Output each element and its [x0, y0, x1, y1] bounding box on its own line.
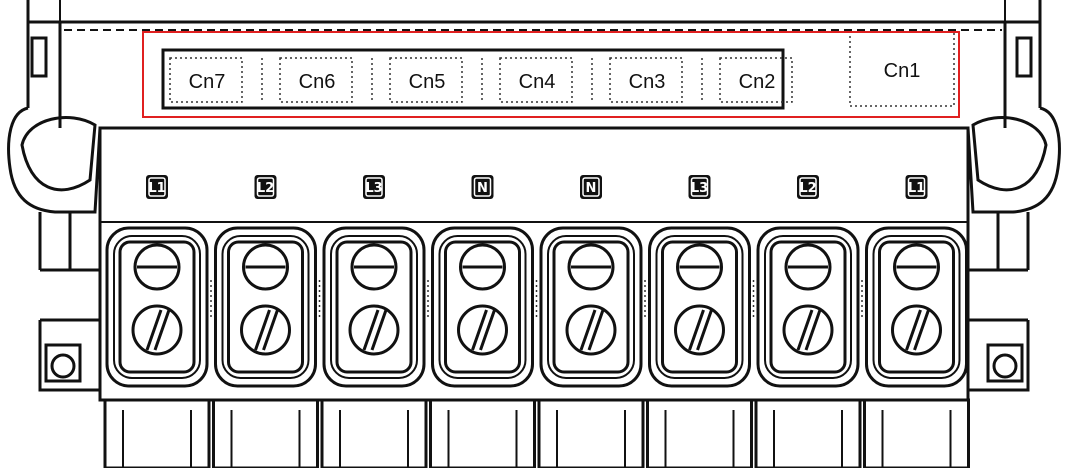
terminal-label-badge: L1 — [146, 175, 168, 199]
terminal-pin — [863, 398, 970, 468]
channel-label: Cn3 — [629, 71, 666, 93]
terminal-4: N — [431, 175, 534, 388]
channel-label: Cn6 — [299, 71, 336, 93]
top-housing — [26, 0, 1042, 128]
terminal-label: L3 — [365, 181, 382, 196]
terminal-pin — [320, 398, 428, 468]
terminal-label: L1 — [908, 181, 925, 196]
screw-head — [348, 304, 400, 356]
highlight-outline — [142, 31, 960, 118]
terminal-label-badge: L2 — [254, 175, 277, 199]
terminal-2: L2 — [214, 175, 317, 388]
terminal-label-badge: L3 — [363, 175, 385, 199]
terminal-label: L2 — [799, 181, 816, 196]
terminal-6: L3 — [648, 175, 751, 388]
terminal-3: L3 — [322, 175, 426, 388]
terminal-pin — [537, 398, 645, 468]
right-clip — [966, 106, 1061, 392]
screw-head — [674, 304, 725, 356]
channel-strip: Cn7 Cn6 Cn5 Cn4 Cn3 Cn2 Cn1 — [161, 31, 955, 110]
wire-clamp — [133, 243, 181, 291]
terminal-pin — [103, 398, 211, 468]
terminal-label: N — [477, 181, 488, 196]
wire-clamp — [242, 243, 289, 291]
channel-label: Cn5 — [409, 71, 446, 93]
terminal-pin — [754, 398, 862, 468]
terminal-8: L1 — [865, 175, 968, 388]
wire-clamp — [567, 243, 615, 291]
terminal-5: N — [539, 175, 643, 388]
terminal-label: L2 — [257, 181, 274, 196]
wire-clamp — [676, 243, 723, 291]
wire-clamp — [784, 243, 832, 291]
wire-clamp — [459, 243, 506, 291]
screw-head — [565, 304, 617, 356]
channel-label: Cn2 — [739, 71, 776, 93]
channel-cn1-label: Cn1 — [884, 60, 921, 82]
screw-head — [782, 304, 834, 356]
wire-clamp — [350, 243, 398, 291]
terminal-7: L2 — [756, 175, 860, 388]
terminal-label-badge: N — [580, 175, 602, 199]
terminal-label-badge: L2 — [797, 175, 819, 199]
bottom-pins — [103, 398, 970, 468]
terminal-pin — [646, 398, 753, 468]
screw-head — [240, 304, 291, 356]
terminal-row: L1 L2 L3 N N L3 L2 L1 — [105, 175, 968, 388]
left-clip — [7, 106, 102, 392]
terminal-label-badge: L3 — [688, 175, 711, 199]
terminal-pin — [429, 398, 536, 468]
terminal-label-badge: L1 — [905, 175, 928, 199]
right-latch — [1015, 36, 1033, 78]
screw-head — [131, 304, 183, 356]
channel-cell-cn3: Cn3 — [609, 57, 703, 103]
terminal-1: L1 — [105, 175, 209, 388]
channel-cell-cn5: Cn5 — [389, 57, 483, 103]
wire-clamp — [893, 243, 940, 291]
channel-cell-cn2: Cn2 — [719, 57, 793, 103]
terminal-label: N — [586, 181, 597, 196]
terminal-label: L3 — [691, 181, 708, 196]
screw-head — [457, 304, 508, 356]
terminal-pin — [212, 398, 319, 468]
left-latch — [30, 36, 48, 78]
terminal-label-badge: N — [471, 175, 494, 199]
channel-label: Cn7 — [189, 71, 226, 93]
channel-cell-cn7: Cn7 — [169, 57, 263, 103]
terminal-label: L1 — [148, 181, 165, 196]
channel-label: Cn4 — [519, 71, 556, 93]
channel-cell-cn4: Cn4 — [499, 57, 593, 103]
channel-cell-cn6: Cn6 — [279, 57, 373, 103]
screw-head — [891, 304, 942, 356]
